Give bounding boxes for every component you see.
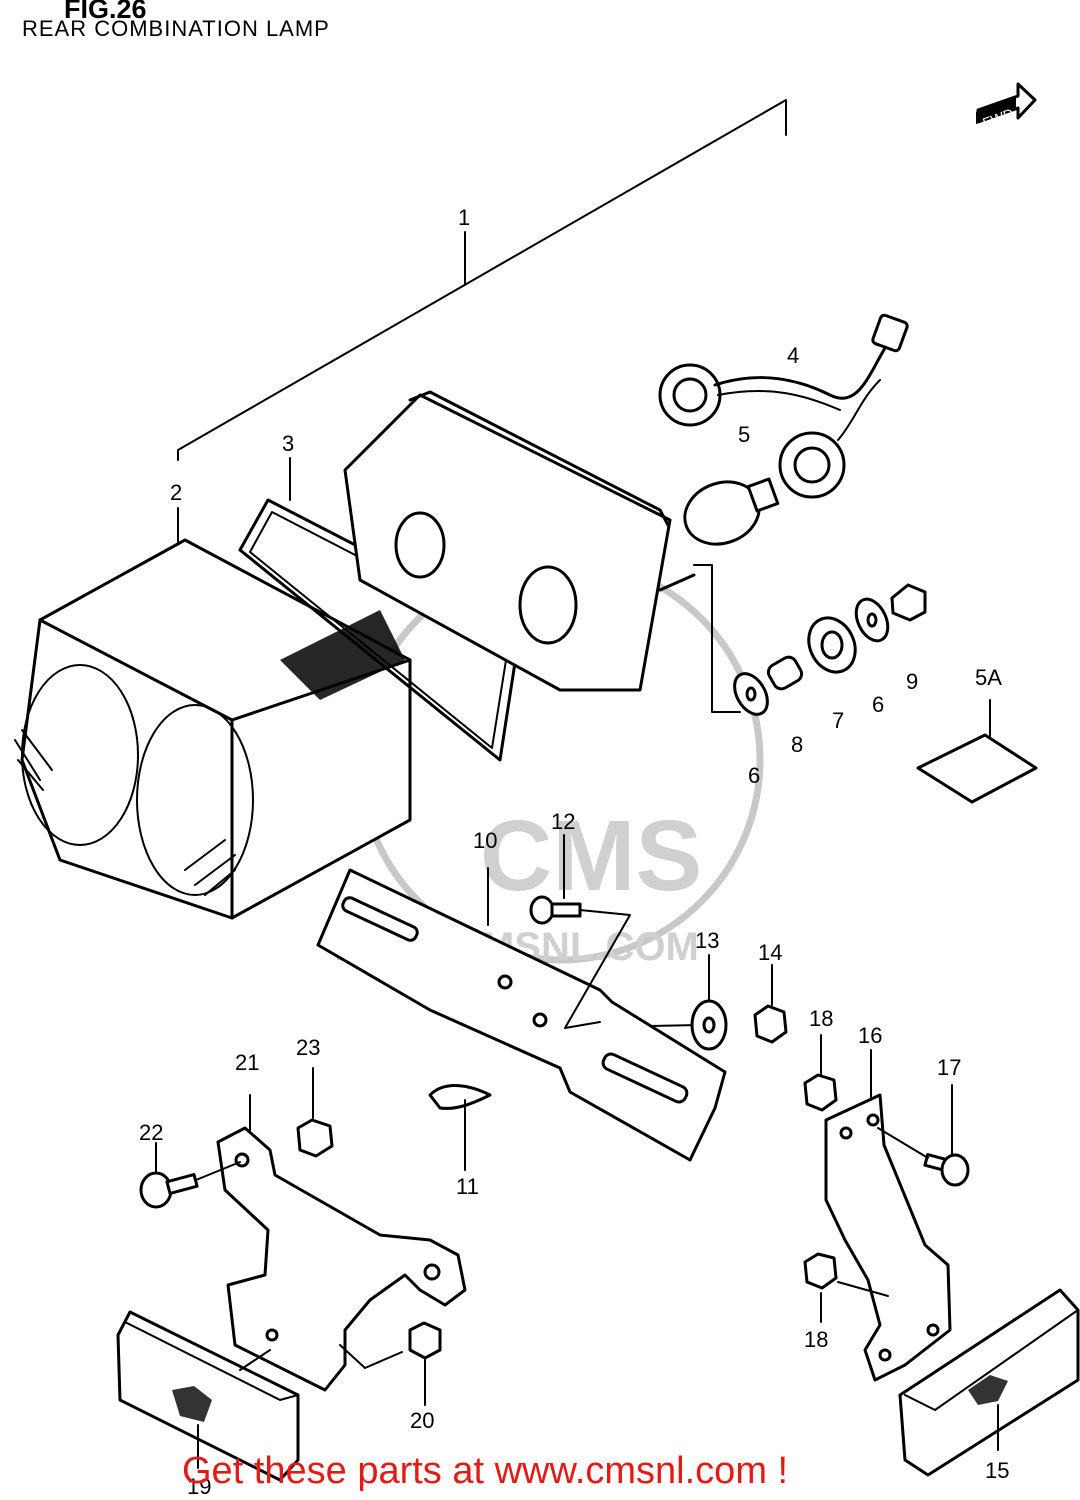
- callout-19: 19: [187, 1474, 211, 1499]
- callout-8: 8: [791, 732, 803, 757]
- callout-4: 4: [787, 343, 799, 368]
- part-washer-nut: [649, 954, 788, 1051]
- part-right-bracket: [803, 1034, 970, 1382]
- callout-22: 22: [139, 1120, 163, 1145]
- callout-11: 11: [456, 1174, 479, 1199]
- callout-5: 5: [738, 422, 750, 447]
- fwd-arrow-icon: FWD: [976, 82, 1037, 131]
- part-bulb: [683, 477, 780, 546]
- figure-title: FIG.26: [64, 0, 147, 24]
- callout-13: 13: [695, 928, 719, 953]
- part-label: [916, 699, 1038, 804]
- part-lens: [14, 538, 412, 920]
- callout-20: 20: [410, 1408, 434, 1433]
- callout-2: 2: [170, 480, 182, 505]
- callout-18-upper: 18: [809, 1006, 833, 1031]
- part-license-bracket: [316, 867, 727, 1162]
- callout-18-lower: 18: [804, 1327, 828, 1352]
- callout-16: 16: [858, 1023, 882, 1048]
- assembly-bracket: [177, 99, 787, 546]
- callout-6-lower: 6: [748, 763, 760, 788]
- callout-23: 23: [296, 1035, 320, 1060]
- part-housing: [343, 390, 696, 692]
- figure-subtitle: REAR COMBINATION LAMP: [22, 16, 330, 41]
- callout-12: 12: [551, 809, 575, 834]
- footer-link[interactable]: Get these parts at www.cmsnl.com !: [182, 1450, 789, 1492]
- part-right-reflector: [898, 1288, 1080, 1477]
- part-left-reflector: [116, 1310, 300, 1482]
- part-left-bracket: [139, 1067, 467, 1406]
- watermark-logo-text: CMS: [480, 800, 702, 912]
- part-cushion: [428, 1084, 492, 1171]
- callout-10: 10: [473, 828, 497, 853]
- part-mount-hardware: [693, 564, 927, 716]
- part-screw-12: [529, 834, 631, 1029]
- callout-5a: 5A: [975, 665, 1002, 690]
- callout-6-upper: 6: [872, 692, 884, 717]
- callout-7: 7: [832, 708, 844, 733]
- callout-14: 14: [758, 940, 782, 965]
- callout-9: 9: [906, 669, 918, 694]
- callout-21: 21: [235, 1050, 259, 1075]
- callout-17: 17: [937, 1055, 961, 1080]
- callout-1: 1: [458, 205, 470, 230]
- part-socket-harness: [658, 313, 909, 499]
- callout-3: 3: [282, 431, 294, 456]
- callout-15: 15: [985, 1458, 1009, 1483]
- callout-numbers: 1 2 3 4 5 5A 6 6 7 8 9 10 11 12 13 14 15…: [139, 205, 1009, 1499]
